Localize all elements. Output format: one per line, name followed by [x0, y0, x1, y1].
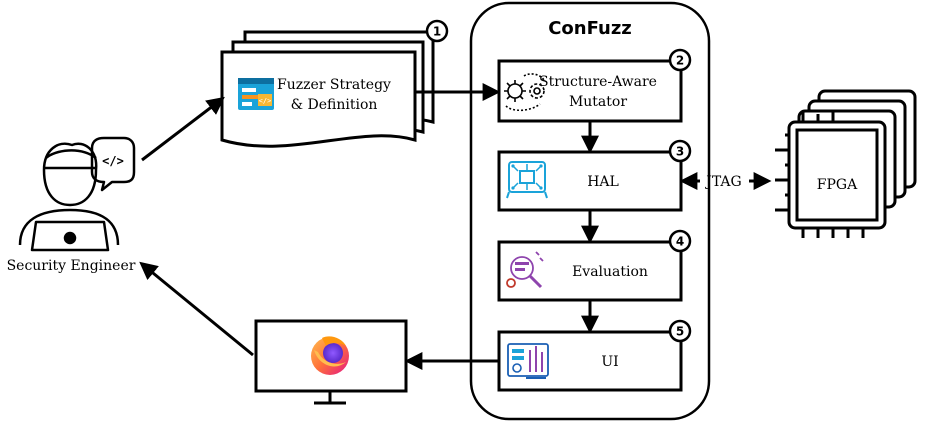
fuzzer-strategy-line2: & Definition — [291, 97, 378, 113]
arrow-engineer-to-strategy — [141, 96, 225, 162]
jtag-link: JTAG — [679, 172, 772, 190]
step-number-1: 1 — [433, 25, 441, 39]
step-badge-5 — [668, 319, 692, 343]
step-badge-1 — [425, 19, 449, 43]
mutator-label-line1: Structure-Aware — [539, 74, 657, 90]
firefox-logo — [311, 336, 349, 375]
jtag-label: JTAG — [704, 174, 741, 190]
module-mutator[interactable]: Structure-Aware Mutator 2 — [497, 48, 692, 123]
step-badge-4 — [668, 229, 692, 253]
fuzzer-strategy-line1: Fuzzer Strategy — [277, 77, 391, 93]
confuzz-title: ConFuzz — [548, 18, 632, 39]
security-engineer-label: Security Engineer — [7, 258, 136, 274]
hal-label: HAL — [587, 174, 619, 190]
dashboard-icon — [507, 343, 549, 379]
step-number-4: 4 — [676, 235, 684, 249]
evaluation-label: Evaluation — [572, 264, 648, 280]
step-badge-3 — [668, 139, 692, 163]
fpga-chip-front — [775, 112, 887, 238]
fpga-label: FPGA — [817, 177, 858, 193]
mutator-label-line2: Mutator — [569, 94, 627, 110]
code-window-icon: </> — [238, 78, 274, 110]
engineer-icon — [18, 136, 136, 252]
arrows: JTAG — [139, 83, 772, 370]
virus-gear-icon — [504, 73, 545, 112]
step-number-2: 2 — [676, 54, 684, 68]
step-number-3: 3 — [676, 145, 684, 159]
ui-label: UI — [601, 354, 618, 370]
monitor-stand — [314, 391, 346, 405]
svg-text:</>: </> — [259, 97, 272, 105]
step-badge-2 — [668, 48, 692, 72]
module-hal[interactable]: HAL 3 — [497, 139, 692, 212]
fuzzer-strategy-document[interactable]: </> Fuzzer Strategy & Definition 1 — [220, 19, 449, 148]
code-icon-glyph: </> — [102, 154, 124, 168]
module-evaluation[interactable]: Evaluation 4 — [497, 229, 692, 302]
arrow-monitor-to-engineer — [139, 261, 254, 357]
monitor[interactable] — [254, 319, 408, 405]
security-engineer: code-icon </> Security Engineer — [7, 136, 136, 274]
circuit-board-icon — [506, 161, 548, 199]
module-ui[interactable]: UI 5 — [497, 319, 692, 392]
fpga-chip-stack[interactable]: FPGA — [775, 89, 917, 238]
step-number-5: 5 — [676, 325, 684, 339]
magnifier-code-icon — [506, 251, 544, 289]
